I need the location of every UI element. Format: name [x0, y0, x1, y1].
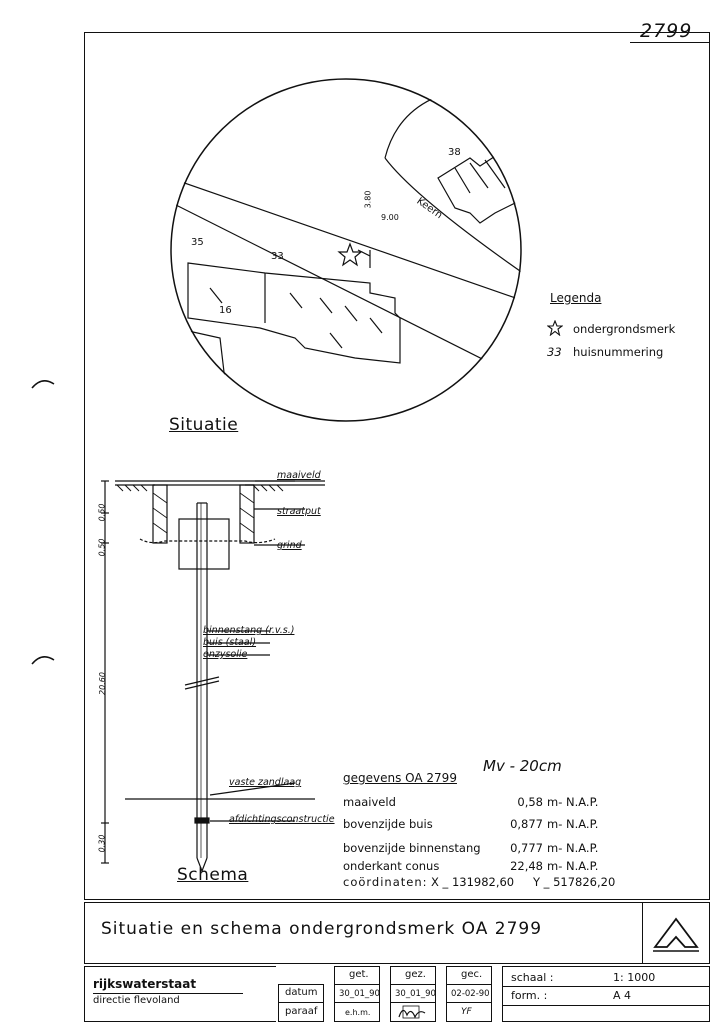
gez-paraaf-cell: [390, 1002, 436, 1022]
paraaf-label: paraaf: [285, 1006, 318, 1017]
situatie-label: Situatie: [169, 415, 239, 435]
gec-date: 02-02-90: [451, 989, 490, 999]
map-house-33: 33: [271, 251, 284, 262]
schema-vaste-zandlaag: vaste zandlaag: [229, 777, 302, 788]
gegevens-row-2-value: 0,777: [510, 841, 543, 855]
form-value: A 4: [613, 989, 632, 1002]
legend-star-icon: [547, 320, 563, 336]
punch-mark-bottom: [31, 656, 55, 665]
gegevens-coord-y: Y _ 517826,20: [533, 875, 616, 889]
gez-header-cell: gez.: [390, 966, 436, 985]
legend-num-example: 33: [547, 345, 562, 359]
map-dim-900: 9.00: [381, 213, 399, 222]
sheet-number-underline: [630, 42, 710, 43]
gegevens-row-0-value: 0,58: [517, 795, 543, 809]
title-band: Situatie en schema ondergrondsmerk OA 27…: [84, 902, 710, 964]
punch-mark-top: [31, 380, 55, 389]
gegevens-row-3-unit: m- N.A.P.: [547, 859, 599, 873]
get-paraaf-cell: e.h.m.: [334, 1002, 380, 1022]
form-label: form. :: [511, 989, 548, 1002]
gez-label: gez.: [405, 969, 426, 980]
gec-paraaf-cell: YF: [446, 1002, 492, 1022]
get-label: get.: [349, 969, 369, 980]
gez-date-cell: 30_01_90: [390, 984, 436, 1003]
gez-date: 30_01_90: [395, 989, 436, 999]
legend-star-label: ondergrondsmerk: [573, 322, 676, 336]
gegevens-row-1-label: bovenzijde buis: [343, 817, 433, 831]
schaal-value: 1: 1000: [613, 971, 656, 984]
rijkswaterstaat-logo-icon: [653, 917, 699, 952]
get-date-cell: 30_01_90: [334, 984, 380, 1003]
schema-binnenstang: binnenstang (r.v.s.): [203, 625, 295, 636]
schema-afdichting: afdichtingsconstructie: [229, 814, 335, 825]
legend-num-label: huisnummering: [573, 345, 664, 359]
schema-dim-050a: 0.50: [97, 503, 107, 522]
gegevens-row-0-label: maaiveld: [343, 795, 396, 809]
gegevens-row-3-label: onderkant conus: [343, 859, 440, 873]
ondergrondsmerk-star-icon: [337, 242, 363, 267]
legend-title: Legenda: [550, 291, 602, 305]
get-date: 30_01_90: [339, 989, 380, 999]
gegevens-row-3-value: 22,48: [510, 859, 543, 873]
gez-signature: [398, 1005, 426, 1019]
datum-label-cell: datum: [278, 984, 324, 1003]
paraaf-label-cell: paraaf: [278, 1002, 324, 1022]
org-dept: directie flevoland: [93, 995, 180, 1006]
handwritten-note: Mv - 20cm: [483, 757, 562, 775]
map-house-38: 38: [448, 147, 461, 158]
schema-label: Schema: [177, 865, 249, 885]
schema-drawing: [101, 480, 325, 873]
sheet-number: 2799: [640, 20, 693, 42]
gegevens-row-1-value: 0,877: [510, 817, 543, 831]
org-underline: [93, 993, 243, 994]
get-paraaf: e.h.m.: [345, 1008, 371, 1017]
get-header-cell: get.: [334, 966, 380, 985]
gegevens-row-0-unit: m- N.A.P.: [547, 795, 599, 809]
schema-dim-030: 0.30: [97, 834, 107, 853]
map-house-35: 35: [191, 237, 204, 248]
info-block: rijkswaterstaat directie flevoland datum…: [84, 966, 710, 1022]
drawing-title: Situatie en schema ondergrondsmerk OA 27…: [101, 919, 543, 939]
schaal-label: schaal :: [511, 971, 554, 984]
org-cell: rijkswaterstaat directie flevoland: [84, 966, 276, 1022]
logo-box: [642, 903, 709, 963]
schema-buis: buis (staal): [203, 637, 257, 648]
gegevens-row-1-unit: m- N.A.P.: [547, 817, 599, 831]
map-dim-380: 3.80: [363, 190, 373, 209]
gegevens-row-2-unit: m- N.A.P.: [547, 841, 599, 855]
schema-dim-050b: 0.50: [97, 538, 107, 557]
schema-straatput: straatput: [277, 506, 321, 517]
gec-header-cell: gec.: [446, 966, 492, 985]
schema-grind: grind: [277, 540, 302, 551]
schema-maaiveld: maaiveld: [277, 470, 321, 481]
schaal-cell: schaal : 1: 1000 form. : A 4: [502, 966, 710, 1022]
schaal-divider: [503, 986, 709, 987]
gegevens-header: gegevens OA 2799: [343, 771, 457, 785]
gec-date-cell: 02-02-90: [446, 984, 492, 1003]
org-name: rijkswaterstaat: [93, 977, 197, 991]
schema-dim-2060: 20.60: [97, 672, 107, 695]
gegevens-coord-label: coördinaten:: [343, 875, 428, 889]
situation-map: [170, 78, 522, 422]
drawing-sheet: 35 33 16 38 Keern 3.80 9.00 Legenda onde…: [84, 32, 710, 900]
gegevens-coord-x: X _ 131982,60: [431, 875, 515, 889]
datum-label: datum: [285, 987, 318, 998]
gegevens-row-2-label: bovenzijde binnenstang: [343, 841, 481, 855]
gec-paraaf: YF: [461, 1007, 472, 1017]
form-divider: [503, 1005, 709, 1006]
schema-enzysolie: enzysolie: [203, 649, 248, 660]
map-house-16: 16: [219, 305, 232, 316]
gec-label: gec.: [461, 969, 483, 980]
